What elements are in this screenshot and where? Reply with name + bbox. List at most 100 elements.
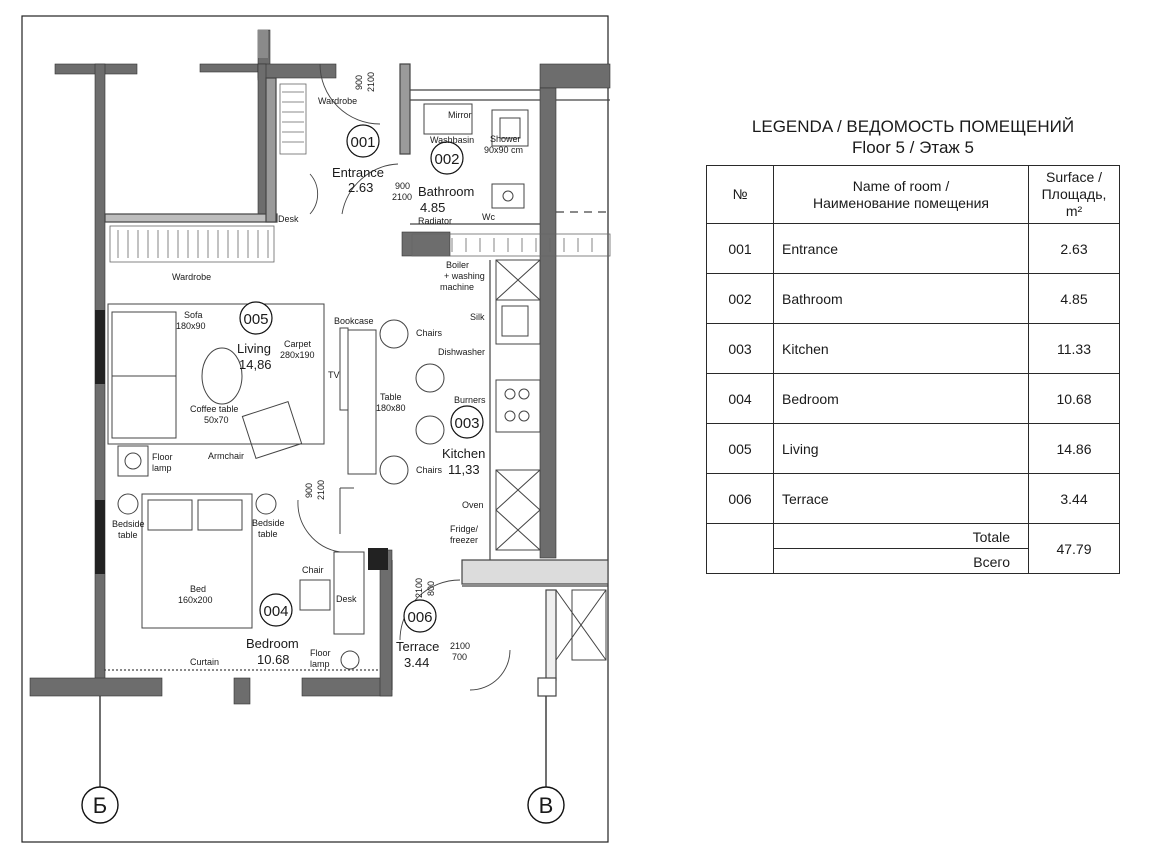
room-name-terrace: Terrace (396, 639, 439, 654)
label-tv: TV (328, 370, 340, 380)
label-burners: Burners (454, 395, 486, 405)
room-area-bedroom: 10.68 (257, 652, 290, 667)
label-chairs-top: Chairs (416, 328, 443, 338)
floor-plan: Б В (21, 15, 611, 843)
axis-marker-v (527, 786, 565, 824)
row-area: 14.86 (1028, 423, 1120, 474)
tag-001: 001 (350, 134, 375, 151)
room-name-kitchen: Kitchen (442, 446, 485, 461)
label-floor-lamp-1b: lamp (152, 463, 172, 473)
row-area: 11.33 (1028, 323, 1120, 374)
legend-subtitle: Floor 5 / Этаж 5 (852, 138, 974, 157)
room-name-living: Living (237, 341, 271, 356)
axis-label-v: В (539, 793, 554, 818)
room-area-entrance: 2.63 (348, 180, 373, 195)
row-no: 001 (706, 223, 774, 274)
total-label-cell: Totale Всего (773, 523, 1029, 574)
door5-height: 700 (452, 652, 467, 662)
row-area: 2.63 (1028, 223, 1120, 274)
label-bed-size: 160x200 (178, 595, 213, 605)
row-name: Terrace (773, 473, 1029, 524)
label-wardrobe-mid: Wardrobe (172, 272, 211, 282)
label-chair: Chair (302, 565, 324, 575)
header-area-en: Surface / (1045, 169, 1103, 185)
table-row: 002 Bathroom 4.85 (706, 273, 1120, 324)
door1-width: 900 (354, 75, 364, 90)
label-coffee-size: 50x70 (204, 415, 229, 425)
door4-height: 800 (426, 581, 436, 596)
header-area-unit: m² (1065, 203, 1083, 219)
partitions (104, 63, 610, 697)
wardrobe-hatch (109, 83, 611, 263)
room-name-bathroom: Bathroom (418, 184, 474, 199)
label-table-size: 180x80 (376, 403, 406, 413)
label-boiler-2: + washing (444, 271, 485, 281)
label-boiler-3: machine (440, 282, 474, 292)
axis-label-b: Б (93, 793, 107, 818)
wall-accents (95, 30, 388, 574)
label-fridge-2: freezer (450, 535, 478, 545)
label-desk-entrance: Desk (278, 214, 299, 224)
row-name: Kitchen (773, 323, 1029, 374)
label-bookcase: Bookcase (334, 316, 374, 326)
row-no: 004 (706, 373, 774, 424)
label-dishwasher: Dishwasher (438, 347, 485, 357)
label-floor-lamp-2b: lamp (310, 659, 330, 669)
row-no: 006 (706, 473, 774, 524)
axis-marker-b (81, 786, 119, 824)
total-label-ru: Всего (973, 554, 1010, 570)
legend-header-row: № Name of room / Наименование помещения … (706, 165, 1120, 224)
room-area-bathroom: 4.85 (420, 200, 445, 215)
label-curtain: Curtain (190, 657, 219, 667)
room-area-terrace: 3.44 (404, 655, 429, 670)
row-no: 005 (706, 423, 774, 474)
row-area: 3.44 (1028, 473, 1120, 524)
header-name-en: Name of room / (852, 177, 950, 194)
door2-width: 900 (395, 181, 410, 191)
kitchen-units (495, 259, 607, 661)
label-desk-bedroom: Desk (336, 594, 357, 604)
bedroom-furniture (117, 487, 365, 670)
door1-height: 2100 (366, 72, 376, 92)
label-silk: Silk (470, 312, 485, 322)
header-name-ru: Наименование помещения (813, 194, 989, 211)
label-bedside-right-2: table (258, 529, 278, 539)
room-area-living: 14,86 (239, 357, 272, 372)
tag-002: 002 (434, 151, 459, 168)
label-floor-lamp-2a: Floor (310, 648, 331, 658)
label-mirror: Mirror (448, 110, 472, 120)
header-name: Name of room / Наименование помещения (773, 165, 1029, 224)
label-bedside-left-2: table (118, 530, 138, 540)
structural-walls (29, 29, 611, 705)
door4-width: 2100 (414, 578, 424, 598)
label-sofa-size: 180x90 (176, 321, 206, 331)
table-row: 005 Living 14.86 (706, 423, 1120, 474)
total-row: Totale Всего 47.79 (706, 523, 1120, 574)
bathroom-fixtures (423, 103, 529, 209)
table-row: 003 Kitchen 11.33 (706, 323, 1120, 374)
door-swings (297, 63, 511, 691)
label-bed: Bed (190, 584, 206, 594)
label-armchair: Armchair (208, 451, 244, 461)
label-carpet: Carpet (284, 339, 312, 349)
row-no: 003 (706, 323, 774, 374)
room-area-kitchen: 11,33 (448, 462, 480, 477)
table-row: 004 Bedroom 10.68 (706, 373, 1120, 424)
row-name: Living (773, 423, 1029, 474)
label-floor-lamp-1a: Floor (152, 452, 173, 462)
door3-width: 900 (304, 483, 314, 498)
living-furniture (107, 303, 445, 485)
header-area: Surface / Площадь, m² (1028, 165, 1120, 224)
label-oven: Oven (462, 500, 484, 510)
total-empty-cell (706, 523, 774, 574)
tag-004: 004 (263, 603, 288, 620)
total-label-en: Totale (774, 524, 1028, 549)
label-fridge-1: Fridge/ (450, 524, 479, 534)
room-name-entrance: Entrance (332, 165, 384, 180)
door2-height: 2100 (392, 192, 412, 202)
label-chairs-bottom: Chairs (416, 465, 443, 475)
header-area-ru: Площадь, (1041, 186, 1107, 202)
row-no: 002 (706, 273, 774, 324)
room-legend: LEGENDA / ВЕДОМОСТЬ ПОМЕЩЕНИЙ Floor 5 / … (706, 116, 1120, 574)
room-name-bedroom: Bedroom (246, 636, 299, 651)
